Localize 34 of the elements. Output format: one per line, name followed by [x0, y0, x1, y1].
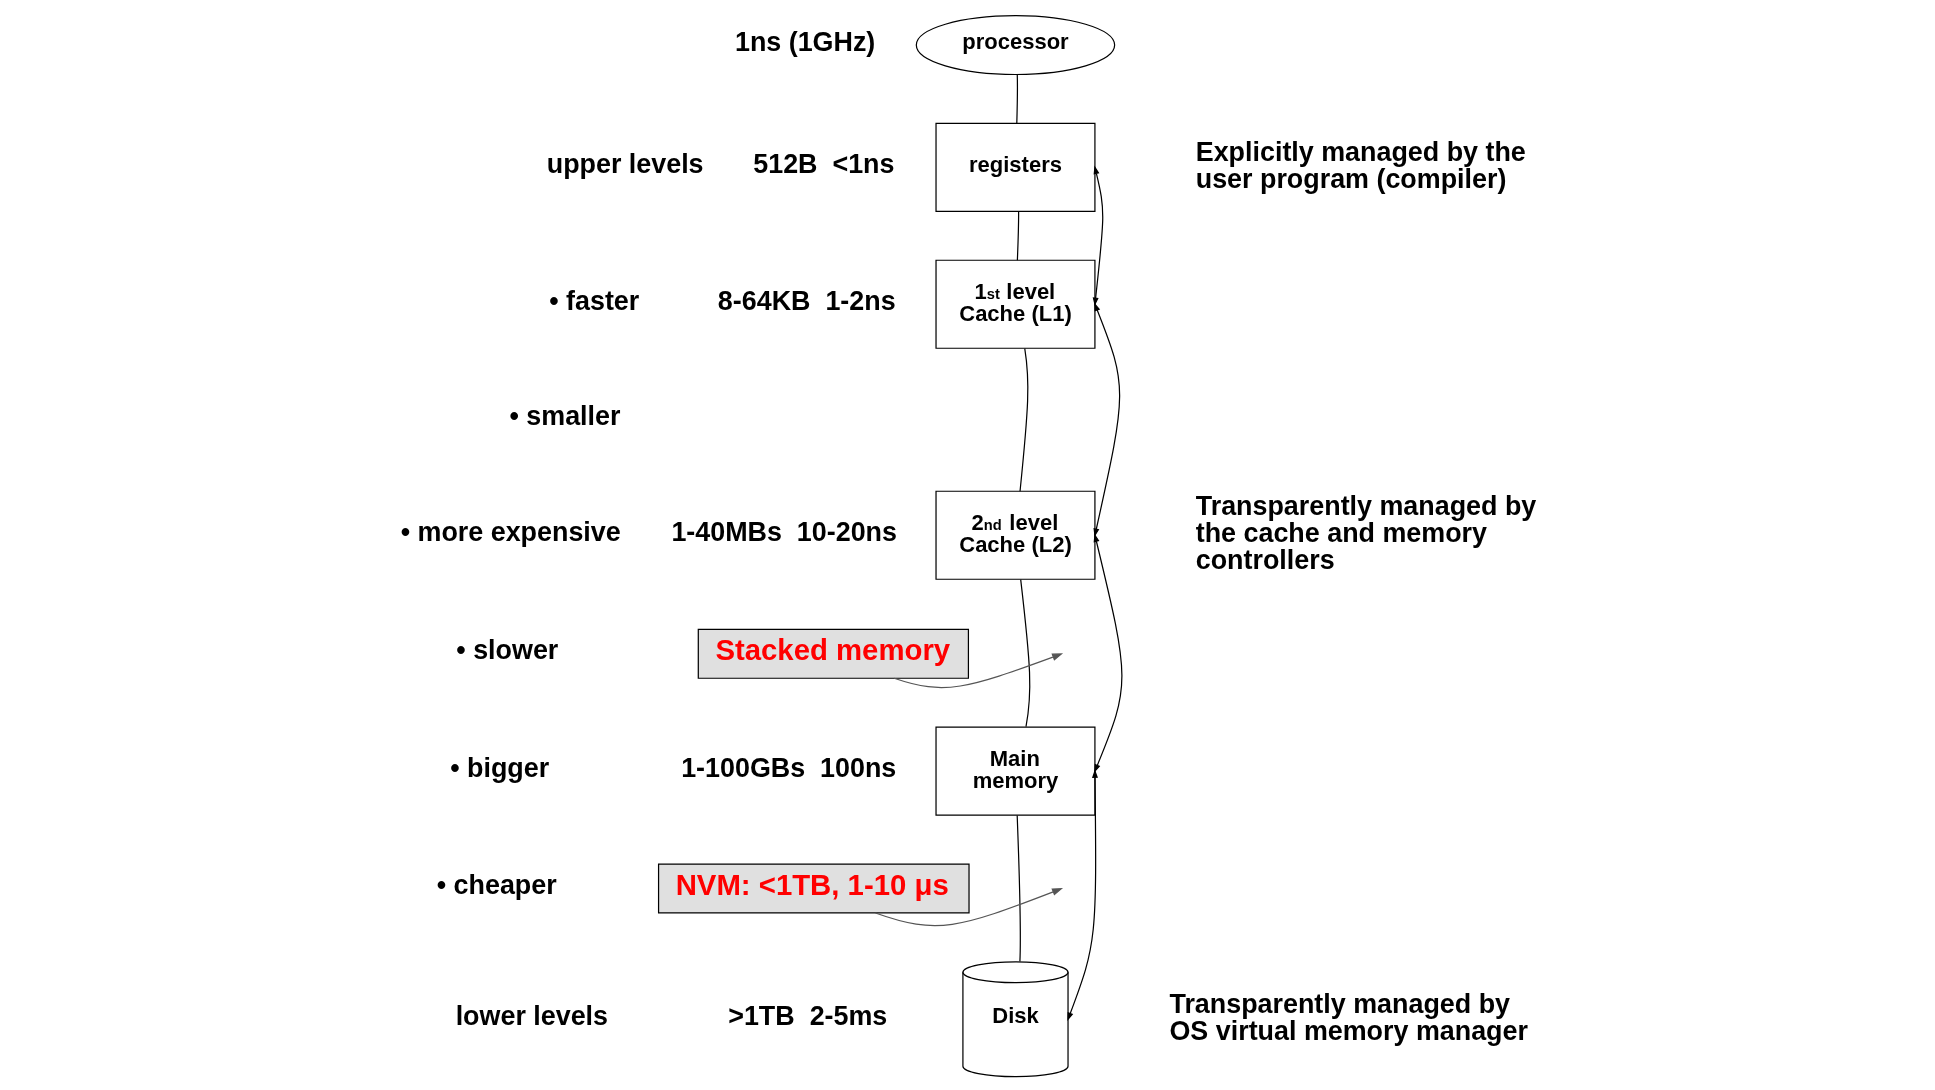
label: lower levels: [455, 1000, 609, 1031]
arrow: [874, 888, 1064, 927]
label: • cheaper: [436, 870, 557, 901]
node-box: NVM: <1TB, 1-10 μs: [657, 863, 970, 914]
label: Explicitly managed by the user program (compiler): [1195, 136, 1526, 194]
arrow: [1067, 769, 1098, 1021]
node-label: 8-64KB 1-2ns: [717, 285, 896, 316]
arrow: [1093, 533, 1123, 773]
node-label: 1ns (1GHz): [734, 26, 876, 57]
connector: [1016, 211, 1020, 261]
node-box: Stacked memory: [697, 628, 970, 679]
label: Transparently managed by the cache and memory controllers: [1195, 491, 1537, 575]
node-ellipse: processor: [915, 15, 1116, 76]
label: Transparently managed by OS virtual memory manager: [1169, 988, 1528, 1046]
arrow: [893, 653, 1064, 689]
connector: [1016, 74, 1019, 124]
label: • smaller: [509, 400, 621, 431]
arrow: [1093, 302, 1121, 538]
connector: [1016, 814, 1022, 962]
connector: [1020, 579, 1031, 728]
node-box: 1st level Cache (L1): [935, 259, 1096, 349]
node-label: 1-40MBs 10-20ns: [671, 516, 897, 547]
connector: [1019, 347, 1029, 492]
label: • more expensive: [400, 516, 621, 547]
node-label: 1-100GBs 100ns: [681, 752, 897, 783]
label: • bigger: [450, 752, 550, 783]
label: upper levels: [546, 148, 704, 179]
node-label: 512B <1ns: [753, 148, 895, 179]
label: • faster: [549, 285, 640, 316]
node-box: registers: [935, 122, 1096, 212]
node-label: >1TB 2-5ms: [728, 1000, 888, 1031]
label: • slower: [456, 635, 559, 666]
arrow: [1092, 165, 1104, 307]
node-box: 2nd level Cache (L2): [935, 490, 1096, 580]
